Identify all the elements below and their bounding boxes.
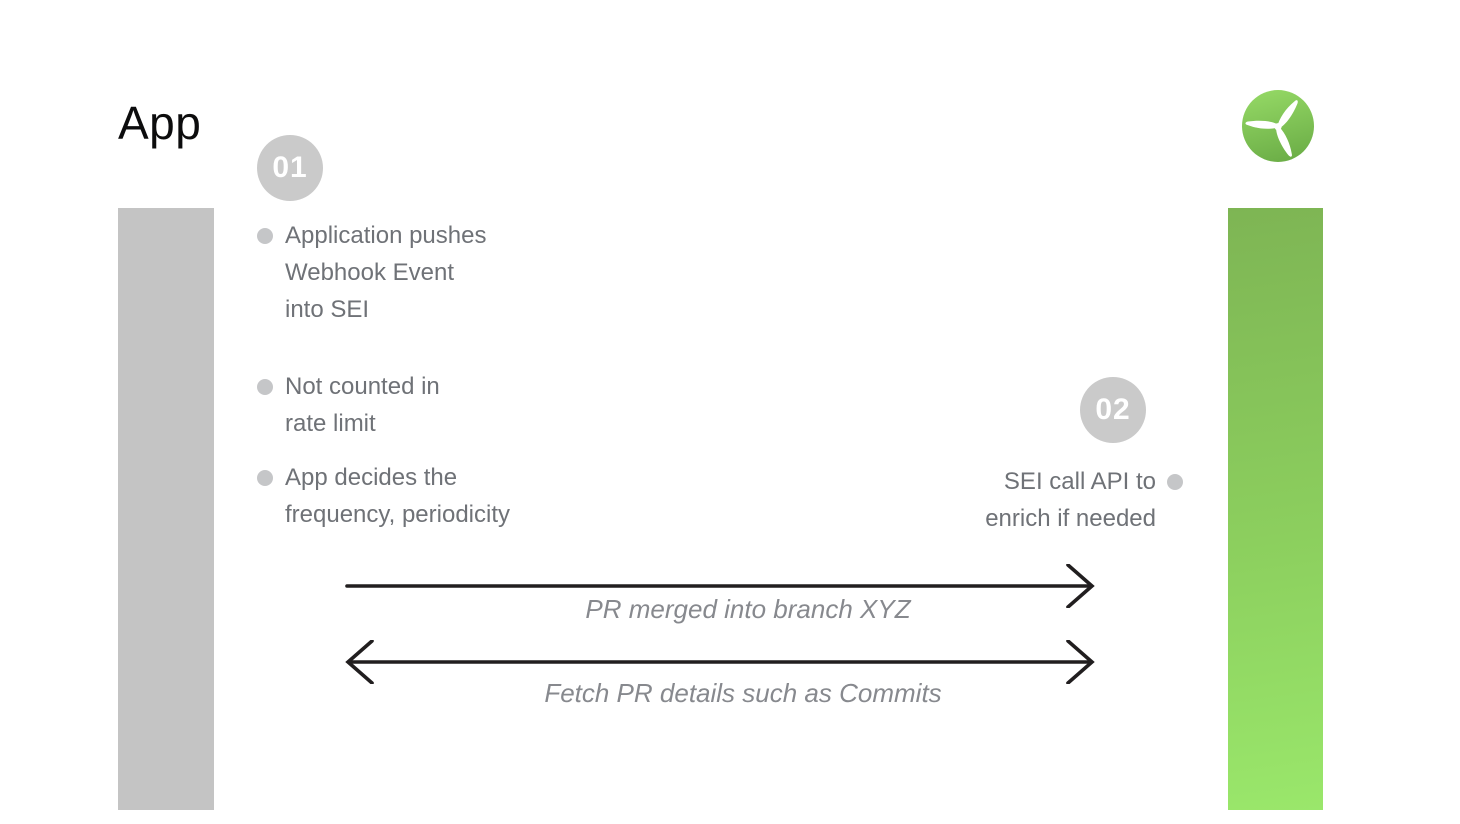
list-item: Application pushes Webhook Event into SE… [257,217,510,328]
step-number: 02 [1095,393,1131,426]
bullet-text: Not counted in rate limit [285,373,440,437]
arrow-label: Fetch PR details such as Commits [544,678,942,708]
left-gray-bar [118,208,214,810]
page-title: App [118,97,202,149]
bullet-dot-icon [257,379,273,395]
step2-text: SEI call API to enrich if needed [985,468,1156,532]
right-green-bar [1228,208,1323,810]
bullet-dot-icon [1167,474,1183,490]
bullet-dot-icon [257,470,273,486]
list-item: App decides the frequency, periodicity [257,459,510,533]
bullet-text: Application pushes Webhook Event into SE… [285,222,487,323]
arrow-bidirectional-icon [345,640,1095,684]
bullet-dot-icon [257,228,273,244]
step-badge-01: 01 [257,135,323,201]
step2-note: SEI call API to enrich if needed [985,463,1183,537]
step1-bullet-list: Application pushes Webhook Event into SE… [257,217,510,533]
list-item: Not counted in rate limit [257,368,510,442]
propeller-logo-icon [1242,90,1314,162]
step-badge-02: 02 [1080,377,1146,443]
arrow-right-icon [345,564,1095,608]
bullet-text: App decides the frequency, periodicity [285,464,510,528]
arrow-label: PR merged into branch XYZ [585,594,911,624]
step-number: 01 [272,151,308,184]
